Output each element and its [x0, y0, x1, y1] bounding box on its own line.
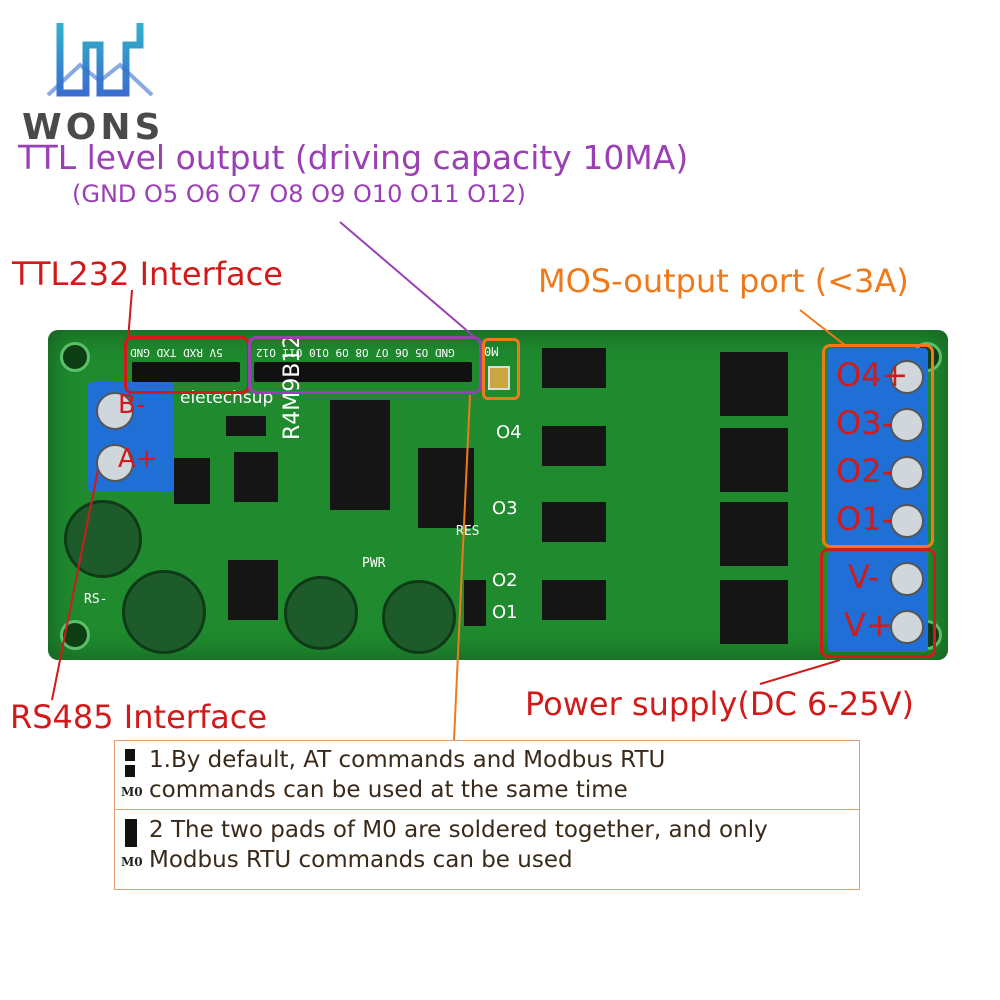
- ttl232-callout-box: [124, 336, 250, 394]
- brand-name: WONS: [22, 107, 165, 148]
- m0-closed-pad-icon: [125, 819, 137, 847]
- channel-silk-o4: O4: [496, 422, 522, 443]
- rs-silk: RS-: [84, 592, 108, 607]
- rs485-terminal-block[interactable]: B- A+: [88, 382, 174, 492]
- mosfet: [720, 428, 788, 492]
- power-terminal-block[interactable]: V- V+: [828, 552, 928, 652]
- note-text-line1: 2 The two pads of M0 are soldered togeth…: [149, 817, 768, 843]
- diode-d5: [174, 458, 210, 504]
- ttl-output-title: TTL level output (driving capacity 10MA): [18, 138, 689, 177]
- mos-output-callout-box: [822, 344, 934, 548]
- note-row: M0 1.By default, AT commands and Modbus …: [115, 741, 859, 810]
- capacitor: [122, 570, 206, 654]
- screw-icon: [890, 610, 924, 644]
- note-text-line1: 1.By default, AT commands and Modbus RTU: [149, 747, 666, 773]
- mos-output-label: MOS-output port (<3A): [538, 262, 909, 300]
- res-silk: RES: [456, 524, 480, 539]
- mount-hole: [60, 342, 90, 372]
- note-badge: M0: [121, 855, 143, 869]
- m0-notes-box: M0 1.By default, AT commands and Modbus …: [114, 740, 860, 890]
- terminal-v-minus: V-: [848, 558, 880, 596]
- power-supply-label: Power supply(DC 6-25V): [525, 685, 914, 723]
- capacitor: [284, 576, 358, 650]
- diode-d6: [226, 416, 266, 436]
- note-text-line2: commands can be used at the same time: [149, 777, 628, 803]
- pcb-board: 5V RXD TXD GND GND O5 O6 O7 O8 O9 O10 O1…: [48, 330, 948, 660]
- channel-silk-o2: O2: [492, 570, 518, 591]
- screw-icon: [890, 456, 924, 490]
- mos-output-terminal-block[interactable]: O4+ O3- O2- O1-: [828, 348, 928, 548]
- capacitor: [382, 580, 456, 654]
- screw-icon: [890, 408, 924, 442]
- ttl232-label: TTL232 Interface: [12, 255, 283, 293]
- m0-open-pad-icon: [125, 749, 135, 779]
- screw-icon: [890, 504, 924, 538]
- ttl232-pin-header[interactable]: [132, 362, 240, 382]
- channel-silk-o3: O3: [492, 498, 518, 519]
- note-row: M0 2 The two pads of M0 are soldered tog…: [115, 813, 859, 885]
- ic-chip: [234, 452, 278, 502]
- screw-icon: [96, 444, 134, 482]
- note-text-line2: Modbus RTU commands can be used: [149, 847, 573, 873]
- mosfet: [720, 352, 788, 416]
- ttl-output-callout-box: [248, 336, 482, 394]
- terminal-o3: O3-: [836, 404, 894, 442]
- pwr-silk: PWR: [362, 556, 386, 571]
- ttl-output-pins: (GND O5 O6 O7 O8 O9 O10 O11 O12): [72, 180, 526, 208]
- terminal-o4: O4+: [836, 356, 909, 394]
- ttl-output-pin-header[interactable]: [254, 362, 472, 382]
- mount-hole: [60, 620, 90, 650]
- terminal-o2: O2-: [836, 452, 894, 490]
- mosfet: [720, 580, 788, 644]
- ic-chip: [330, 400, 390, 510]
- m0-callout-box: [482, 338, 520, 400]
- screw-icon: [890, 360, 924, 394]
- terminal-v-plus: V+: [844, 606, 893, 644]
- screw-icon: [96, 392, 134, 430]
- regulator-u4: [228, 560, 278, 620]
- power-callout-box: [820, 548, 936, 658]
- ic-chip: [418, 448, 474, 528]
- mosfet: [720, 502, 788, 566]
- optocoupler: [542, 580, 606, 620]
- brand-logo-mark: [46, 23, 154, 97]
- optocoupler: [542, 426, 606, 466]
- rs485-label: RS485 Interface: [10, 698, 268, 736]
- note-badge: M0: [121, 785, 143, 799]
- transistor-n1: [464, 580, 486, 626]
- m0-pad[interactable]: [488, 366, 510, 390]
- brand-logo: WONS: [20, 15, 190, 148]
- capacitor: [64, 500, 142, 578]
- terminal-o1: O1-: [836, 500, 894, 538]
- optocoupler: [542, 348, 606, 388]
- terminal-b-minus: B-: [118, 390, 146, 420]
- screw-icon: [890, 562, 924, 596]
- terminal-a-plus: A+: [118, 444, 158, 474]
- optocoupler: [542, 502, 606, 542]
- channel-silk-o1: O1: [492, 602, 518, 623]
